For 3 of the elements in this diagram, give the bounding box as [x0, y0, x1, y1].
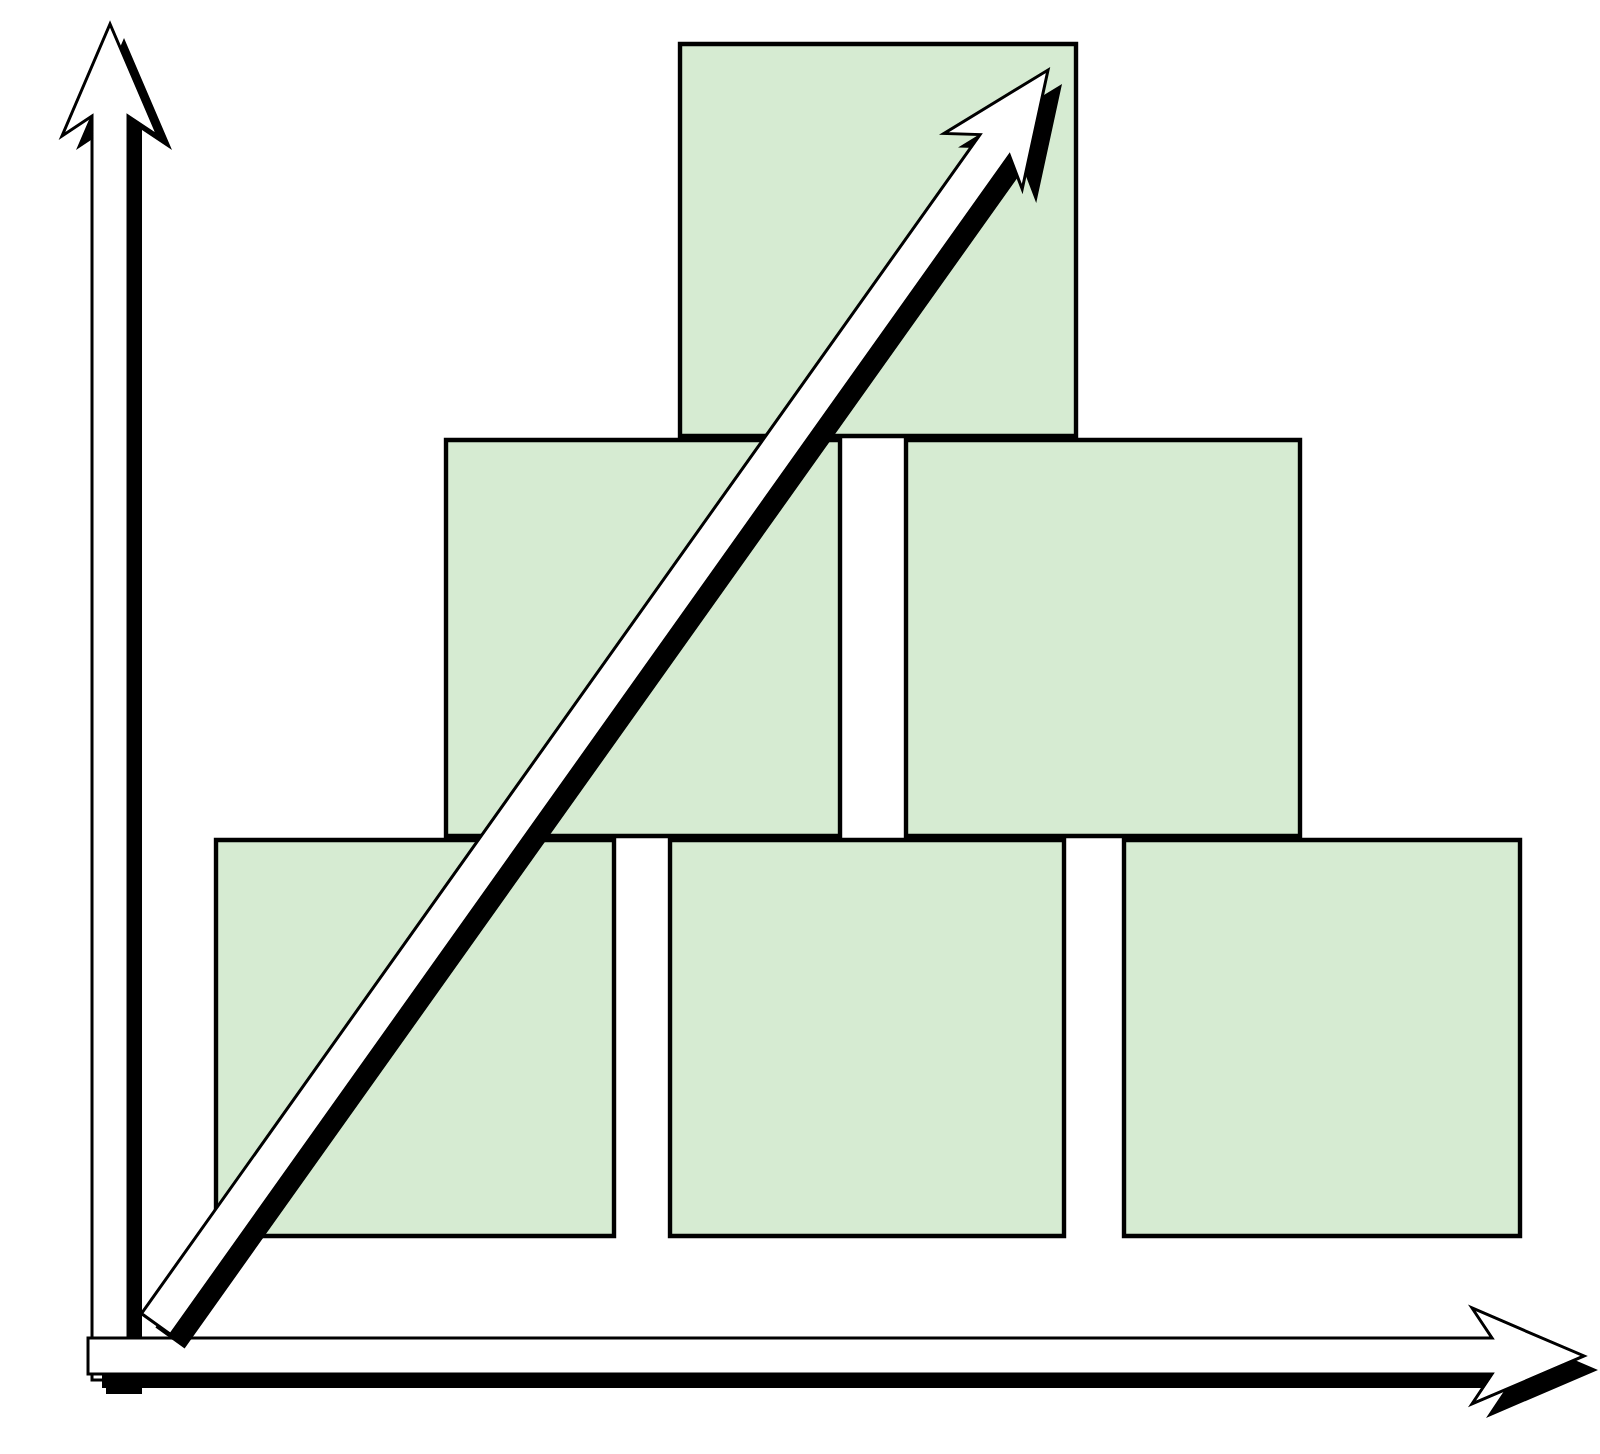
block [903, 437, 1303, 839]
block [1121, 837, 1523, 1239]
block [667, 837, 1067, 1239]
